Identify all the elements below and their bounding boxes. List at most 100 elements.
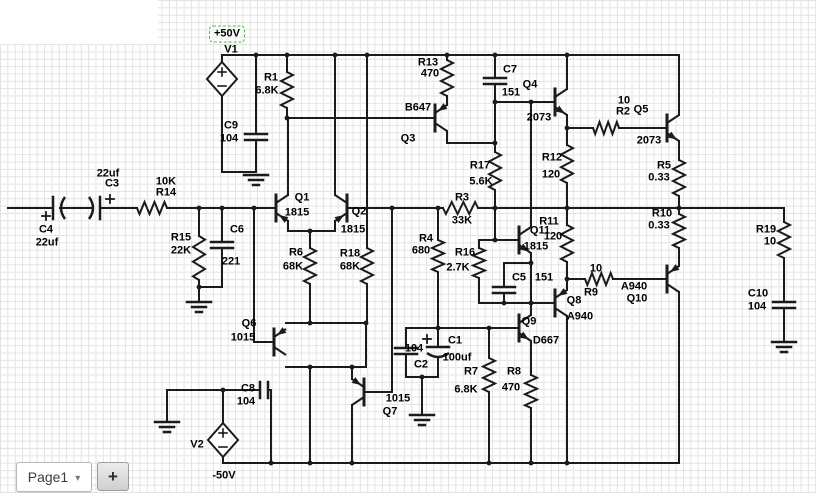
label-22uf-30[interactable]: 22uf [96,167,120,180]
resistor-R9[interactable] [584,270,614,288]
resistor-R2[interactable] [592,119,620,137]
label-C2-74[interactable]: C2 [413,358,429,371]
label-033-25[interactable]: 0.33 [648,219,670,232]
label-68K-49[interactable]: 68K [339,260,361,273]
label-+50V-0[interactable]: +50V [209,25,245,43]
label-V2-70[interactable]: V2 [190,438,204,451]
label-104-75[interactable]: 104 [404,342,424,355]
resistor-R19[interactable] [775,221,793,259]
label-033-23[interactable]: 0.33 [648,171,670,184]
label-R14-33[interactable]: R14 [155,186,177,199]
label-22uf-35[interactable]: 22uf [35,236,59,249]
label-R7-76[interactable]: R7 [463,365,479,378]
label-120-56[interactable]: 120 [543,230,563,243]
chevron-down-icon[interactable]: ▾ [75,473,81,484]
label-Q6-66[interactable]: Q6 [241,317,257,330]
label-10-60[interactable]: 10 [589,262,603,275]
transistor-Q8[interactable] [554,307,568,317]
label-C5-58[interactable]: C5 [511,271,527,284]
resistor-R17[interactable] [486,151,504,191]
transistor-Q1[interactable] [275,194,289,204]
label-68K-3[interactable]: 6.8K [255,84,279,97]
label-Q2-42[interactable]: Q2 [351,205,367,218]
capacitor-C1[interactable] [426,351,450,359]
resistor-R15[interactable] [191,235,207,281]
label-33K-45[interactable]: 33K [451,214,473,227]
label-100uf-73[interactable]: 100uf [442,351,472,364]
resistor-R3[interactable] [442,199,479,217]
resistor-R10[interactable] [670,213,688,249]
label-Q5-16[interactable]: Q5 [633,103,649,116]
label-R13-6[interactable]: R13 [417,56,439,69]
label-R4-50[interactable]: R4 [418,232,434,245]
label-C8-68[interactable]: C8 [240,382,256,395]
label-1015-67[interactable]: 1015 [230,331,256,344]
label-10-14[interactable]: 10 [617,94,631,107]
transistor-Q2[interactable] [334,194,348,204]
resistor-R5[interactable] [670,159,688,197]
label-151-9[interactable]: 151 [501,86,521,99]
transistor-Q5[interactable] [666,114,680,124]
resistor-R1[interactable] [278,71,296,109]
label-104-5[interactable]: 104 [219,132,239,145]
label-680-51[interactable]: 680 [411,244,431,257]
resistor-R12[interactable] [558,144,576,184]
label-R9-61[interactable]: R9 [583,286,599,299]
label-C4-34[interactable]: C4 [38,223,54,236]
resistor-R16[interactable] [470,247,488,279]
label-Q7-83[interactable]: Q7 [382,405,398,418]
page-tab[interactable]: Page1 ▾ [16,462,92,492]
transistor-Q4[interactable] [554,88,568,98]
resistor-R18[interactable] [358,247,376,285]
label-V1-1[interactable]: V1 [224,43,238,56]
label-C6-38[interactable]: C6 [229,223,245,236]
resistor-R8[interactable] [522,374,540,409]
label-R11-54[interactable]: R11 [539,215,559,228]
label-Q9-80[interactable]: Q9 [521,315,537,328]
label-R17-18[interactable]: R17 [469,159,491,172]
resistor-R4[interactable] [429,239,447,273]
label-Q10-65[interactable]: Q10 [626,292,648,305]
label-D667-81[interactable]: D667 [532,334,560,347]
label-Q11-55[interactable]: Q11 [529,224,551,237]
resistor-R14[interactable] [136,199,168,217]
transistor-Q7[interactable] [351,396,365,406]
resistor-R6[interactable] [301,247,319,285]
resistor-R7[interactable] [480,357,498,393]
label-Q4-10[interactable]: Q4 [522,78,538,91]
label-C7-8[interactable]: C7 [502,63,518,76]
label-Q8-62[interactable]: Q8 [566,294,582,307]
label-R18-48[interactable]: R18 [339,247,361,260]
label-R15-36[interactable]: R15 [170,231,192,244]
label-104-29[interactable]: 104 [747,300,767,313]
label-Q3-13[interactable]: Q3 [400,132,416,145]
label-B647-12[interactable]: B647 [404,101,432,114]
label-27K-53[interactable]: 2.7K [446,261,470,274]
label-1815-57[interactable]: 1815 [523,240,549,253]
label-10K-32[interactable]: 10K [155,175,177,188]
label-R6-46[interactable]: R6 [288,246,304,259]
transistor-Q6[interactable] [273,346,287,356]
label-R16-52[interactable]: R16 [454,246,476,259]
resistor-R11[interactable] [558,224,576,263]
label-R5-22[interactable]: R5 [656,159,672,172]
voltage-source-V1[interactable] [205,60,239,98]
label-470-79[interactable]: 470 [501,381,521,394]
label-A940-64[interactable]: A940 [620,280,648,293]
capacitor-C3[interactable] [87,196,95,220]
label-1015-82[interactable]: 1015 [385,392,411,405]
add-page-button[interactable]: + [97,462,129,491]
transistor-Q11[interactable] [518,226,532,236]
label-Q1-40[interactable]: Q1 [294,191,310,204]
label-151-59[interactable]: 151 [534,271,554,284]
transistor-Q3[interactable] [434,122,448,132]
voltage-source-V2[interactable] [206,421,240,459]
label-1815-41[interactable]: 1815 [284,206,310,219]
capacitor-C4[interactable] [59,196,67,220]
label-1815-43[interactable]: 1815 [340,223,366,236]
label-A940-63[interactable]: A940 [566,310,594,323]
label--50V-71[interactable]: -50V [212,469,236,482]
label-470-7[interactable]: 470 [420,67,440,80]
label-R12-20[interactable]: R12 [541,151,563,164]
